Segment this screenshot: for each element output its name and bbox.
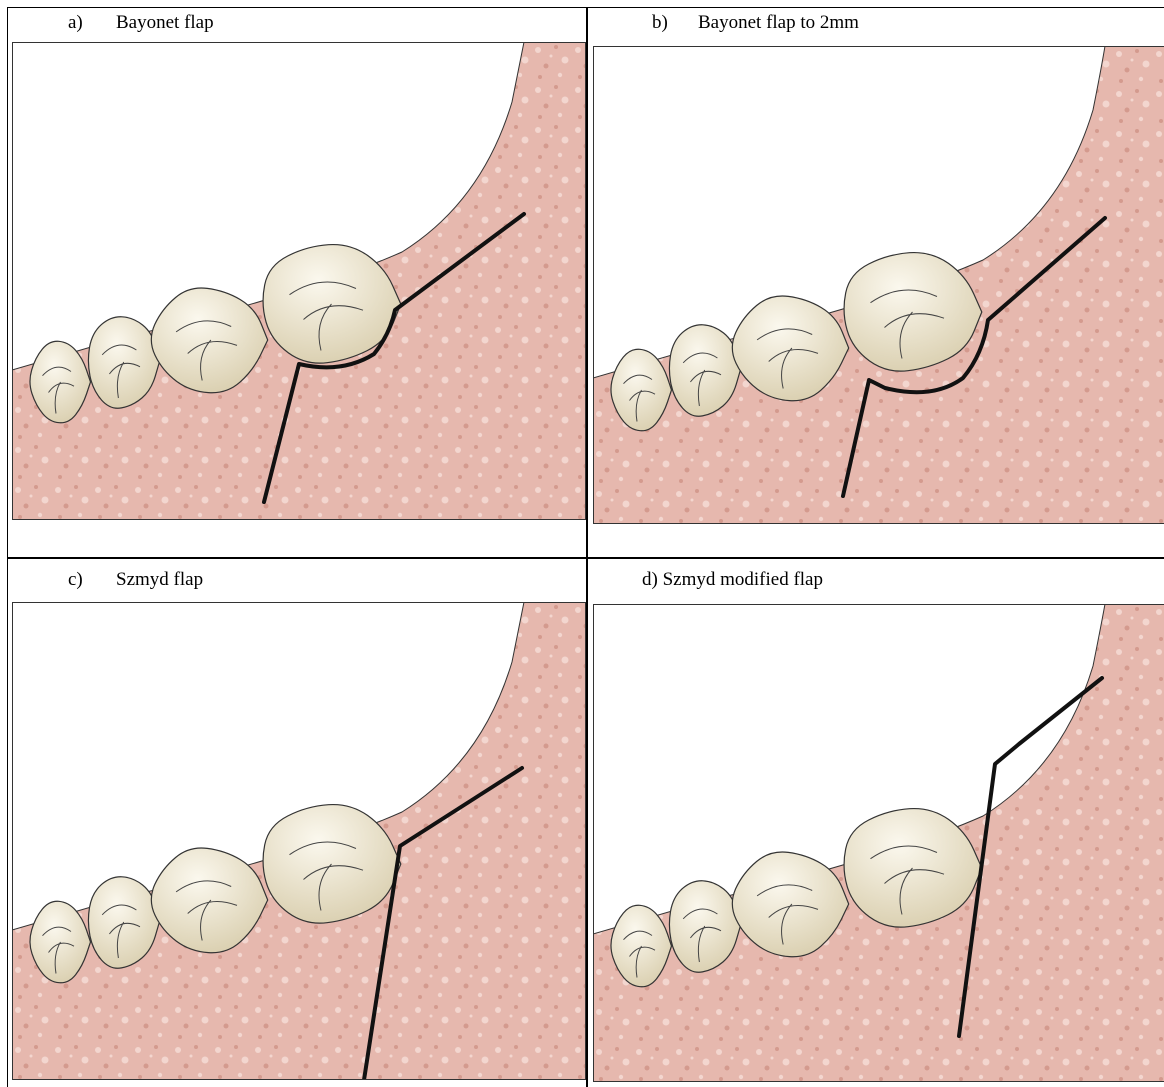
caption-a: a)Bayonet flap: [68, 12, 214, 34]
caption-c-marker: c): [68, 569, 116, 591]
caption-c-title: Szmyd flap: [116, 569, 203, 590]
caption-d-marker: d): [642, 569, 658, 590]
caption-a-title: Bayonet flap: [116, 12, 214, 33]
caption-b-title: Bayonet flap to 2mm: [698, 12, 859, 33]
caption-b: b)Bayonet flap to 2mm: [652, 12, 859, 34]
caption-a-marker: a): [68, 12, 116, 34]
column-divider: [586, 7, 588, 1087]
diagram-svg-a: [12, 42, 586, 520]
caption-d: d) Szmyd modified flap: [642, 569, 823, 591]
illustration-a: [12, 42, 586, 520]
row-divider: [7, 557, 1164, 559]
diagram-svg-b: [593, 46, 1164, 524]
diagram-svg-c: [12, 602, 586, 1080]
caption-b-marker: b): [652, 12, 698, 34]
illustration-c: [12, 602, 586, 1080]
caption-c: c)Szmyd flap: [68, 569, 203, 591]
diagram-svg-d: [593, 604, 1164, 1082]
illustration-b: [593, 46, 1164, 524]
caption-d-title: Szmyd modified flap: [663, 569, 823, 590]
illustration-d: [593, 604, 1164, 1082]
